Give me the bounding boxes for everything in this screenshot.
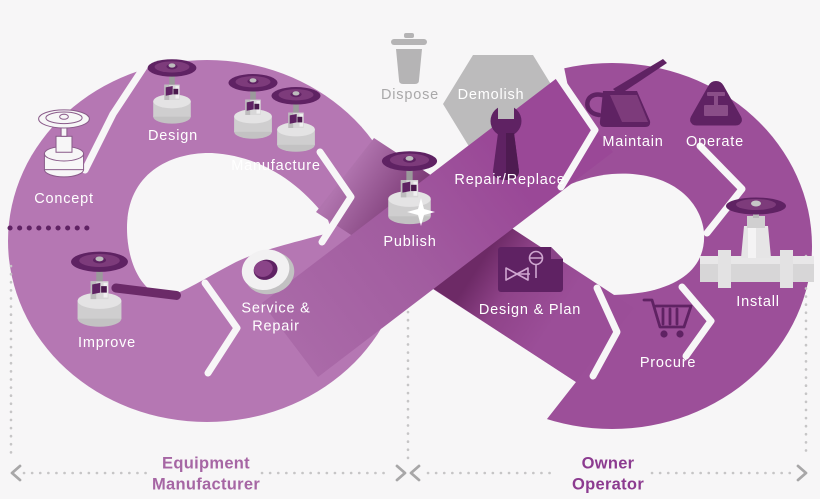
detonator-triangle-icon <box>690 81 742 126</box>
arrow-right-icon <box>796 464 808 482</box>
arrow-center-left-icon <box>409 464 421 482</box>
stage-label-manufacture: Manufacture <box>231 158 321 175</box>
stage-label-dispose: Dispose <box>381 87 439 104</box>
region-span-arrows <box>10 464 808 482</box>
stage-label-operate: Operate <box>686 134 744 151</box>
manufacturer-loop-hole <box>127 152 332 298</box>
stage-label-demolish: Demolish <box>457 87 525 104</box>
region-guides <box>9 254 808 475</box>
stage-label-design: Design <box>148 128 198 145</box>
pipeline-valve-icon <box>700 197 814 288</box>
segment-gap <box>81 60 150 174</box>
trash-can-icon <box>391 33 427 84</box>
sparkle-icon <box>407 198 435 226</box>
segment-gap <box>554 72 599 191</box>
stage-label-improve: Improve <box>78 335 136 352</box>
shopping-cart-icon <box>642 298 693 338</box>
stage-label-design-plan: Design & Plan <box>478 302 582 319</box>
segment-gap <box>589 284 621 380</box>
segment-gap <box>696 142 746 237</box>
stage-label-procure: Procure <box>639 355 697 372</box>
arrow-center-right-icon <box>395 464 407 482</box>
stage-label-service-repair: Service & Repair <box>241 300 311 334</box>
region-label-owner-operator: Owner Operator <box>571 454 645 493</box>
stage-label-install: Install <box>736 294 780 311</box>
blueprint-document-icon <box>498 247 563 292</box>
tape-roll-icon <box>241 249 295 295</box>
segment-gaps <box>81 60 746 380</box>
oil-can-icon <box>585 59 667 127</box>
stage-label-repair-replace: Repair/Replace <box>454 172 566 189</box>
lever-handle <box>111 283 181 300</box>
segment-gap <box>201 279 241 377</box>
arrow-left-icon <box>10 464 22 482</box>
region-label-equipment-manufacturer: Equipment Manufacturer <box>151 454 261 493</box>
stage-label-publish: Publish <box>383 234 437 251</box>
segment-gap <box>316 148 355 246</box>
segment-gap <box>678 283 715 360</box>
wrench-icon <box>490 102 522 180</box>
stage-label-concept: Concept <box>34 191 94 208</box>
crossing-band-publish <box>262 78 613 377</box>
stage-label-maintain: Maintain <box>602 134 664 151</box>
